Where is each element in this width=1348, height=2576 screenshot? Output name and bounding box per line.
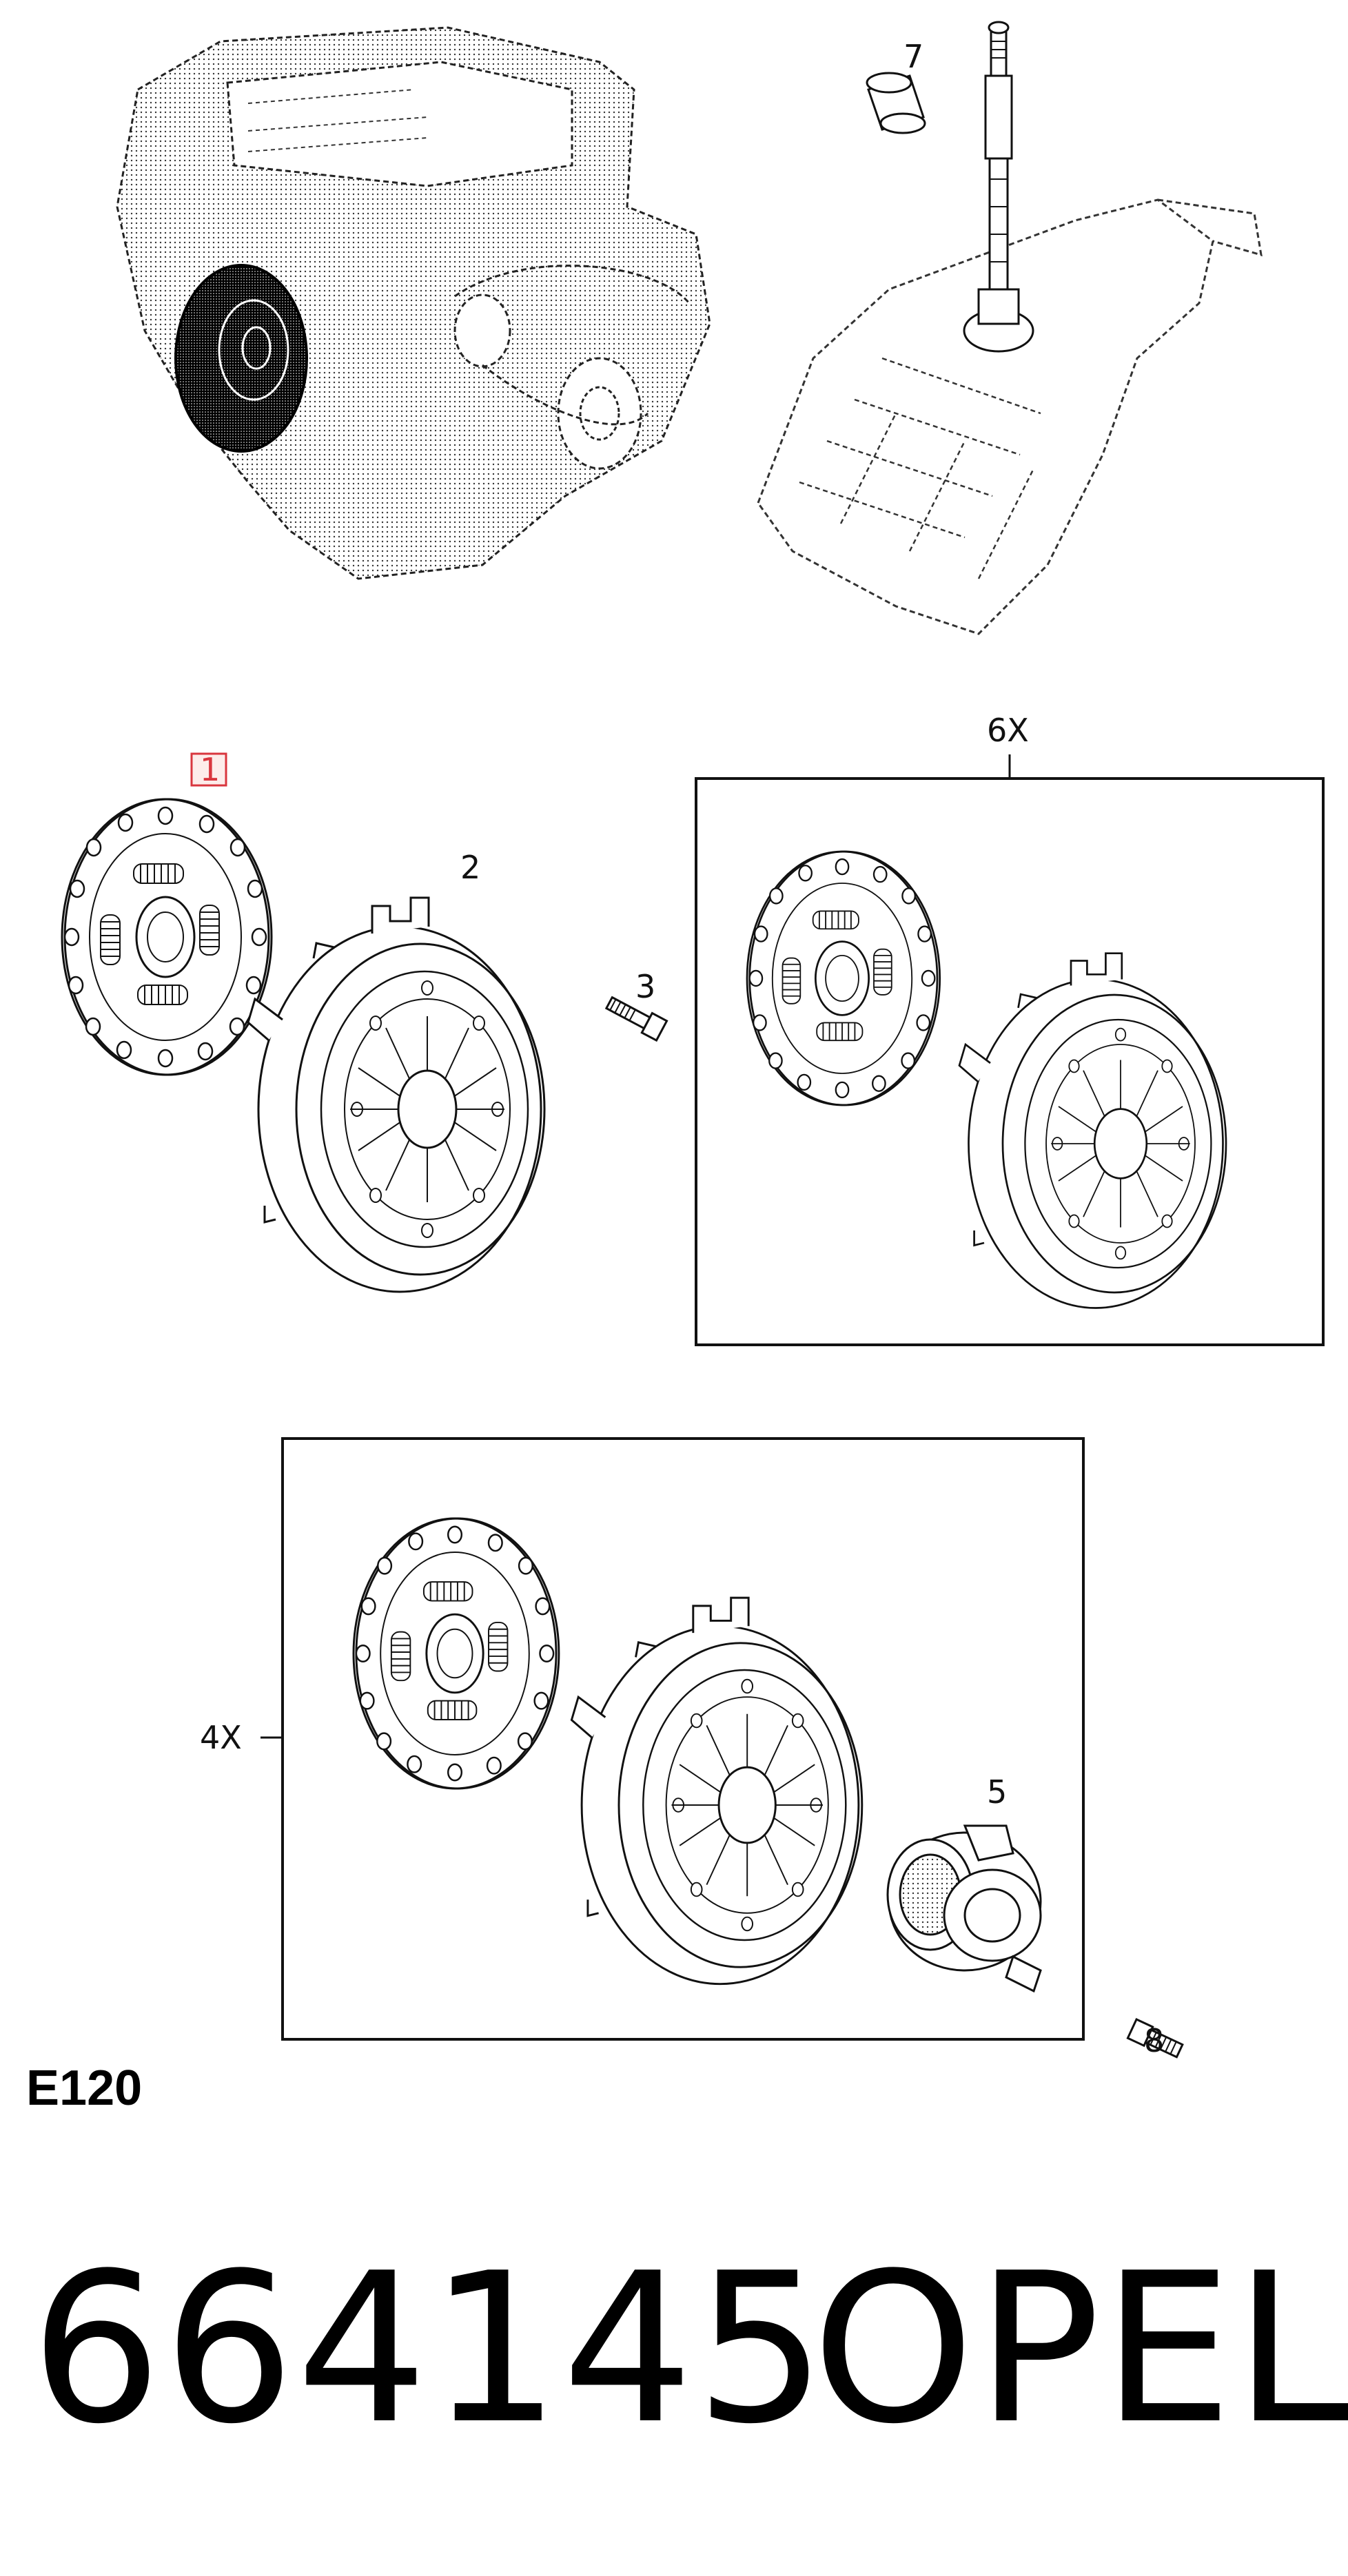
callout-1[interactable]: 1 xyxy=(200,751,220,788)
pilot-bushing-illustration xyxy=(866,72,926,134)
callout-3: 3 xyxy=(635,968,655,1005)
callout-8: 8 xyxy=(1144,2022,1164,2059)
callout-1-highlight xyxy=(190,752,227,787)
brand-name: OPEL xyxy=(812,2229,1348,2469)
callout-5: 5 xyxy=(987,1773,1007,1811)
transmission-illustration xyxy=(757,21,1263,635)
clutch-kit-box-4x xyxy=(261,1437,1085,2041)
part-number: 664145 xyxy=(30,2229,828,2469)
callout-2: 2 xyxy=(460,849,480,886)
release-bearing-part-5 xyxy=(886,1824,1042,1993)
clutch-disc-part-1 xyxy=(61,798,273,1076)
kit-qty-6x: 6X xyxy=(987,712,1029,749)
pressure-plate-part-2 xyxy=(247,896,546,1293)
bolt-part-3 xyxy=(604,996,668,1042)
clutch-kit-box-6x xyxy=(695,754,1325,1346)
input-shaft-illustration xyxy=(963,21,1034,353)
engine-location-illustration xyxy=(116,26,711,580)
bolt-part-8 xyxy=(1126,2018,1184,2059)
group-code: E120 xyxy=(26,2061,143,2116)
kit-qty-4x: 4X xyxy=(200,1719,242,1756)
callout-7: 7 xyxy=(903,38,923,75)
